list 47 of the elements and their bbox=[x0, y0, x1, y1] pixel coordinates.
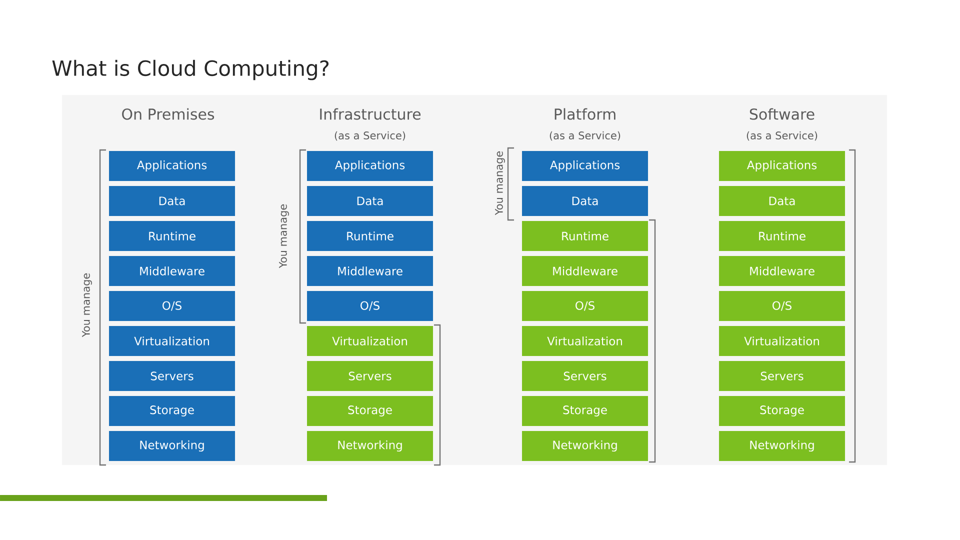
layer-box: Servers bbox=[109, 361, 235, 391]
column-heading: Infrastructure bbox=[320, 108, 421, 120]
layer-box: Applications bbox=[307, 151, 433, 181]
layer-box: Applications bbox=[522, 151, 648, 181]
layer-box: Servers bbox=[719, 361, 845, 391]
layer-box: Networking bbox=[719, 431, 845, 461]
layer-box: Middleware bbox=[307, 256, 433, 286]
layer-box: Runtime bbox=[307, 221, 433, 251]
layer-box: Applications bbox=[109, 151, 235, 181]
bracket-label: You manage bbox=[82, 273, 92, 338]
layer-box: Runtime bbox=[109, 221, 235, 251]
layer-box: Virtualization bbox=[109, 326, 235, 356]
layer-box: Storage bbox=[719, 396, 845, 426]
layer-box: Data bbox=[307, 186, 433, 216]
layer-box: Applications bbox=[719, 151, 845, 181]
layer-box: Virtualization bbox=[522, 326, 648, 356]
layer-box: O/S bbox=[719, 291, 845, 321]
column-heading: Software bbox=[750, 108, 814, 120]
layer-box: Runtime bbox=[522, 221, 648, 251]
layer-box: Middleware bbox=[719, 256, 845, 286]
layer-box: Data bbox=[522, 186, 648, 216]
title: What is Cloud Computing? bbox=[52, 60, 329, 80]
layer-box: O/S bbox=[109, 291, 235, 321]
layer-box: Networking bbox=[522, 431, 648, 461]
column-subheading: (as a Service) bbox=[746, 131, 818, 141]
bracket-label: You manage bbox=[495, 151, 505, 216]
layer-box: Runtime bbox=[719, 221, 845, 251]
layer-box: Storage bbox=[307, 396, 433, 426]
column-subheading: (as a Service) bbox=[550, 131, 620, 141]
bracket-label: You manage bbox=[279, 204, 289, 268]
layer-box: Middleware bbox=[109, 256, 235, 286]
layer-box: Virtualization bbox=[307, 326, 433, 356]
layer-box: Virtualization bbox=[719, 326, 845, 356]
column-heading: Platform bbox=[554, 108, 616, 120]
layer-box: Data bbox=[109, 186, 235, 216]
column-subheading: (as a Service) bbox=[334, 131, 406, 141]
layer-box: Middleware bbox=[522, 256, 648, 286]
layer-box: Networking bbox=[307, 431, 433, 461]
layer-box: Storage bbox=[522, 396, 648, 426]
layer-box: Networking bbox=[109, 431, 235, 461]
layer-box: Servers bbox=[307, 361, 433, 391]
column-heading: On Premises bbox=[122, 108, 214, 120]
layer-box: O/S bbox=[522, 291, 648, 321]
layer-box: O/S bbox=[307, 291, 433, 321]
layer-box: Storage bbox=[109, 396, 235, 426]
layer-box: Servers bbox=[522, 361, 648, 391]
layer-box: Data bbox=[719, 186, 845, 216]
